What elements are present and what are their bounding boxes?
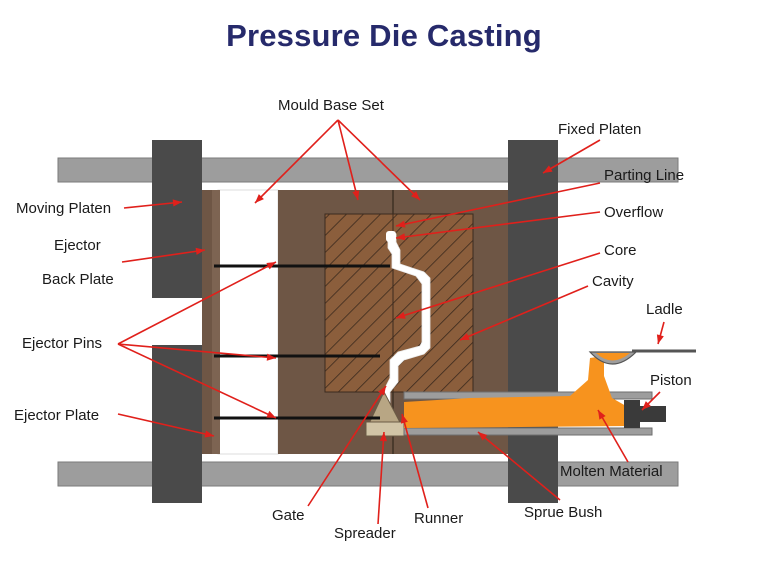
arrow-molten-material xyxy=(597,409,629,463)
label-parting-line: Parting Line xyxy=(604,167,684,184)
spreader-base xyxy=(365,421,405,437)
label-piston: Piston xyxy=(650,372,692,389)
arrow-back-plate xyxy=(121,249,206,263)
label-ladle: Ladle xyxy=(646,301,683,318)
arrow-head-sprue-bush xyxy=(478,432,488,441)
arrow-head-back-plate xyxy=(195,247,205,255)
arrow-mould-base-set-2 xyxy=(337,119,359,201)
arrow-moving-platen xyxy=(123,201,183,209)
top-rail xyxy=(57,157,679,183)
ejector-back-plate xyxy=(202,190,212,454)
ejector-plate xyxy=(212,190,220,454)
label-core: Core xyxy=(604,242,637,259)
arrow-head-cavity xyxy=(460,333,470,340)
arrow-head-runner xyxy=(400,414,408,424)
core-block xyxy=(324,213,394,393)
label-gate: Gate xyxy=(272,507,305,524)
arrow-cavity xyxy=(459,285,589,341)
label-back-plate: Back Plate xyxy=(42,271,114,288)
fixed-platen xyxy=(508,140,558,503)
arrow-head-ladle xyxy=(656,334,664,344)
arrow-ejector-pins-1 xyxy=(117,261,277,345)
label-fixed-platen: Fixed Platen xyxy=(558,121,641,138)
label-molten-material: Molten Material xyxy=(560,463,663,480)
arrow-head-core xyxy=(396,311,406,319)
label-cavity: Cavity xyxy=(592,273,634,290)
arrow-gate xyxy=(307,385,387,507)
arrow-head-moving-platen xyxy=(172,199,182,207)
arrow-fixed-platen xyxy=(542,139,601,174)
page-title: Pressure Die Casting xyxy=(226,18,542,53)
ladle-molten xyxy=(596,353,630,361)
piston-rod xyxy=(640,406,666,422)
arrow-head-ejector-plate xyxy=(204,430,214,438)
arrow-mould-base-set-1 xyxy=(254,119,339,204)
arrow-head-ejector-pins-2 xyxy=(266,353,276,361)
arrow-head-ejector-pins-1 xyxy=(266,262,276,270)
leader-arrows xyxy=(117,119,665,525)
label-sprue-bush: Sprue Bush xyxy=(524,504,602,521)
cavity-block xyxy=(392,213,474,393)
moving-platen-upper xyxy=(152,140,202,298)
label-mould-base-set: Mould Base Set xyxy=(278,97,385,114)
arrow-spreader xyxy=(377,431,385,525)
label-ejector-plate: Ejector Plate xyxy=(14,407,99,424)
arrow-ejector-pins-2 xyxy=(117,343,277,359)
label-moving-platen: Moving Platen xyxy=(16,200,111,217)
arrow-parting-line xyxy=(395,182,601,227)
shot-sleeve-bottom xyxy=(403,427,653,436)
arrow-core xyxy=(395,252,601,319)
arrow-runner xyxy=(401,413,429,509)
label-runner: Runner xyxy=(414,510,463,527)
arrow-head-piston xyxy=(642,401,651,410)
arrow-head-spreader xyxy=(379,432,388,442)
molten-material xyxy=(404,356,628,428)
arrow-ejector-plate xyxy=(117,413,215,437)
piston-head xyxy=(624,400,640,428)
label-spreader: Spreader xyxy=(334,525,396,542)
arrow-head-mould-base-set-2 xyxy=(352,190,360,200)
arrow-head-molten-material xyxy=(598,410,606,420)
label-overflow: Overflow xyxy=(604,204,663,221)
arrow-overflow xyxy=(395,211,601,239)
arrow-head-parting-line xyxy=(396,220,406,228)
arrow-head-fixed-platen xyxy=(543,165,553,173)
arrow-head-mould-base-set-1 xyxy=(255,194,264,203)
overflow-pocket xyxy=(386,231,396,242)
arrow-mould-base-set-3 xyxy=(337,119,421,201)
arrow-head-ejector-pins-3 xyxy=(266,410,276,418)
label-ejector: Ejector xyxy=(54,237,101,254)
label-ejector-pins: Ejector Pins xyxy=(22,335,102,352)
arrow-head-gate xyxy=(378,386,386,396)
arrow-head-overflow xyxy=(396,233,406,241)
arrow-head-mould-base-set-3 xyxy=(411,191,420,200)
arrow-sprue-bush xyxy=(477,431,561,501)
arrow-ejector-pins-3 xyxy=(117,343,277,419)
